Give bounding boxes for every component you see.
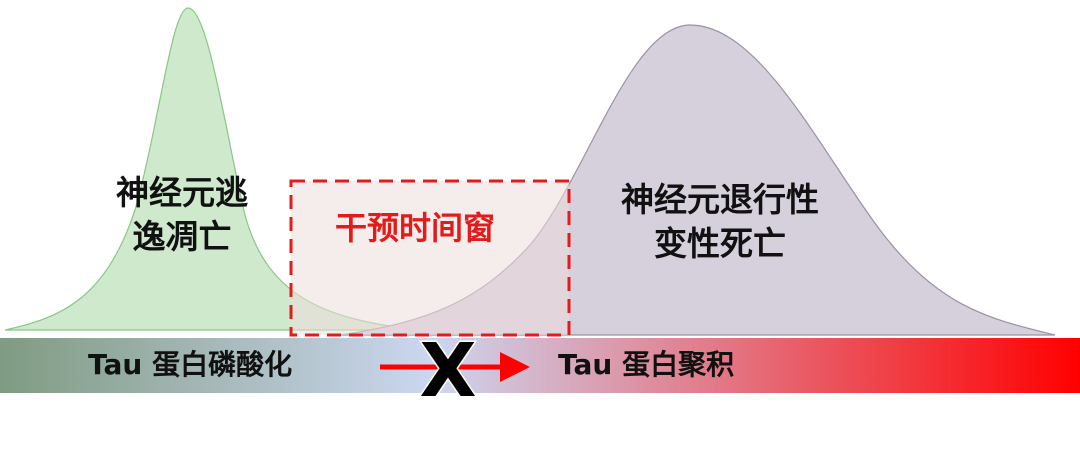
blocked-x-mark: X	[419, 328, 476, 414]
apoptosis-curve	[4, 7, 421, 331]
degeneration-label-line-2: 变性死亡	[654, 223, 786, 263]
aggregation-label: Tau 蛋白聚积	[558, 348, 735, 381]
apoptosis-label-line-2: 逸凋亡	[132, 216, 232, 256]
degeneration-label: 神经元退行性 变性死亡	[590, 178, 850, 265]
phosphorylation-label: Tau 蛋白磷酸化	[88, 348, 293, 381]
degeneration-label-line-1: 神经元退行性	[621, 180, 819, 219]
intervention-window	[289, 179, 571, 337]
arrow-head	[500, 352, 530, 382]
apoptosis-label: 神经元逃 逸凋亡	[92, 171, 272, 258]
intervention-window-label: 干预时间窗	[334, 209, 495, 247]
progression-bar	[0, 338, 1080, 393]
apoptosis-label-line-1: 神经元逃	[116, 173, 248, 212]
